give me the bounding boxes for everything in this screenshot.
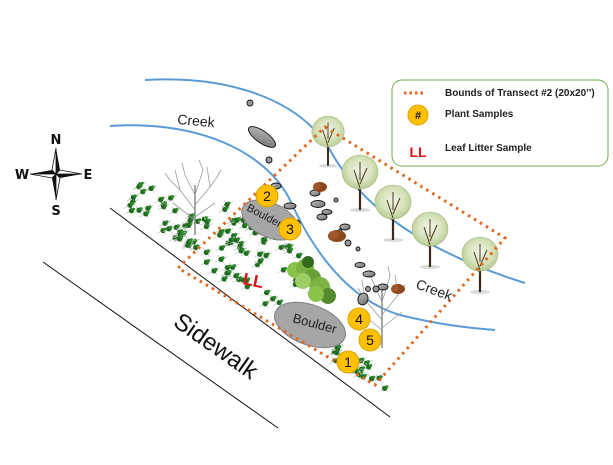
- svg-text:3: 3: [286, 221, 294, 237]
- creek-stones: [246, 99, 405, 306]
- plant-sample-1: 1: [336, 350, 360, 374]
- svg-text:#: #: [415, 110, 421, 122]
- sidewalk-edge-outer: [42, 261, 279, 429]
- plant-sample-2: 2: [255, 184, 279, 208]
- creek-bank-upper: [144, 78, 526, 284]
- plant-sample-5: 5: [358, 328, 382, 352]
- leaf-litter-sample: LL: [241, 269, 265, 292]
- legend-item-leaf-litter: LL Leaf Litter Sample: [409, 143, 532, 160]
- leafy-tree-icon: [341, 154, 379, 212]
- plant-sample-4: 4: [347, 307, 371, 331]
- compass-west: W: [15, 168, 29, 183]
- legend-box: [391, 79, 609, 167]
- compass-north: N: [51, 133, 62, 148]
- compass-star-icon: [29, 147, 83, 201]
- compass-south: S: [51, 204, 60, 219]
- svg-text:Bounds of Transect #2 (20x20’’: Bounds of Transect #2 (20x20’’): [445, 88, 595, 99]
- legend-item-plant-samples: # Plant Samples: [407, 104, 514, 126]
- svg-text:Leaf Litter Sample: Leaf Litter Sample: [445, 143, 532, 154]
- creek-label-lower: Creek: [414, 276, 456, 304]
- svg-text:1: 1: [344, 354, 352, 370]
- sidewalk-label: Sidewalk: [169, 308, 264, 386]
- svg-text:2: 2: [263, 188, 271, 204]
- plant-sample-3: 3: [278, 217, 302, 241]
- svg-text:5: 5: [366, 332, 374, 348]
- legend-item-boundary: Bounds of Transect #2 (20x20’’): [404, 88, 595, 99]
- svg-text:Plant Samples: Plant Samples: [445, 109, 514, 120]
- compass-rose: N S E W: [15, 133, 93, 219]
- leafy-tree-icon: [461, 236, 499, 294]
- leafy-trees: [311, 116, 499, 294]
- plant-sample-icon: [407, 104, 429, 126]
- leafy-tree-icon: [411, 211, 449, 269]
- bare-tree-left: [164, 159, 222, 235]
- transect-boundary: [175, 125, 508, 387]
- svg-text:4: 4: [355, 311, 363, 327]
- leafy-tree-icon: [311, 116, 345, 168]
- legend: Bounds of Transect #2 (20x20’’) # Plant …: [391, 79, 609, 167]
- leaf-litter-icon: LL: [409, 144, 427, 160]
- leafy-tree-icon: [374, 184, 412, 242]
- creek-bank-lower: [109, 124, 496, 331]
- sidewalk-edge-inner: [109, 207, 391, 418]
- creek-label-upper: Creek: [177, 111, 217, 130]
- compass-east: E: [84, 168, 93, 183]
- green-bush: [287, 256, 336, 304]
